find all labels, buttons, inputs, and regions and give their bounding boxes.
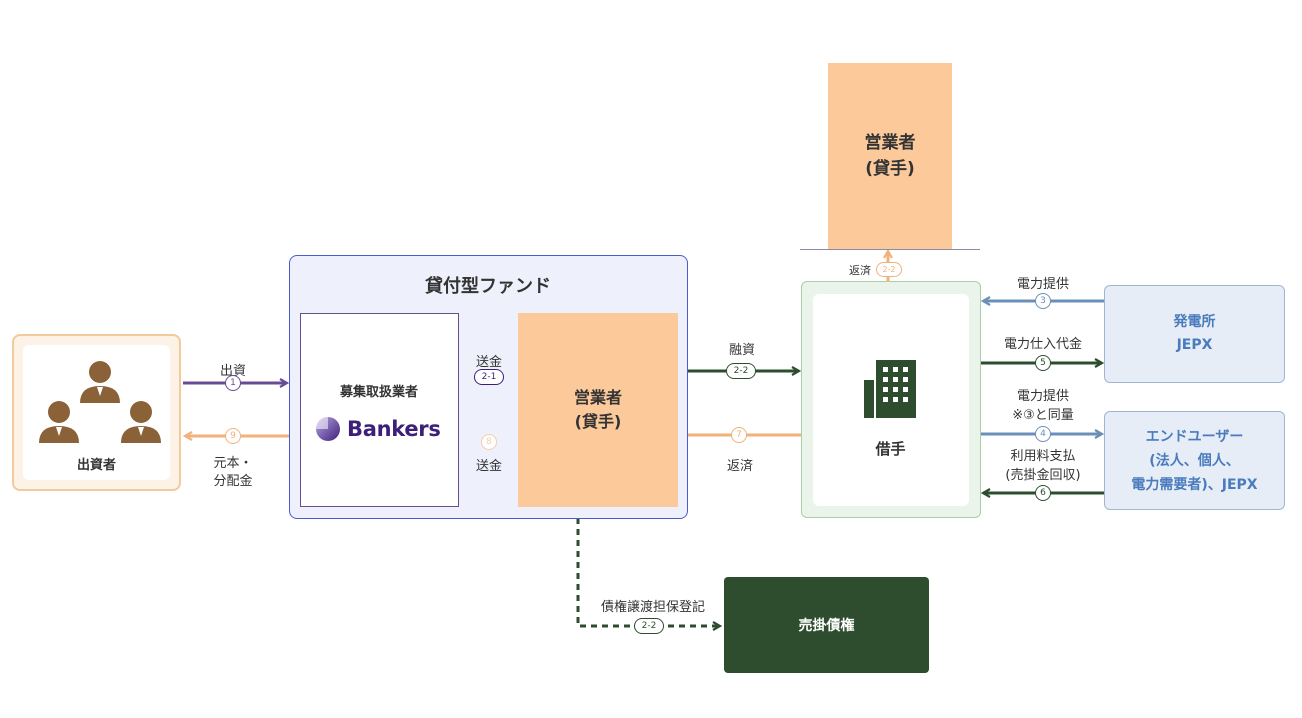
badge-financing: 2-2 xyxy=(726,363,756,379)
power-plant-line1: 発電所 xyxy=(1173,314,1216,330)
badge-repayment: 7 xyxy=(731,427,747,443)
power-supply-out-label-2: ※③と同量 xyxy=(1012,408,1074,423)
platform-label: 募集取扱業者 xyxy=(339,385,418,400)
badge-return: 9 xyxy=(225,428,241,444)
operator-main-box: 営業者 (貸手) xyxy=(518,313,678,507)
badge-remit-back: 8 xyxy=(481,434,497,450)
repayment-label: 返済 xyxy=(726,459,753,474)
end-user-line3: 電力需要者)、JEPX xyxy=(1131,476,1258,493)
power-plant-box: 発電所 JEPX xyxy=(1104,285,1285,383)
usage-fee-label-1: 利用料支払 xyxy=(1010,449,1076,464)
borrower-box: 借手 xyxy=(801,281,981,518)
end-user-line2: (法人、個人、 xyxy=(1149,452,1240,469)
operator-top-baseline xyxy=(800,249,980,250)
repayment-top-label: 返済 xyxy=(849,264,871,277)
power-supply-out-label-1: 電力提供 xyxy=(1016,389,1069,404)
remit-label: 送金 xyxy=(475,355,502,370)
borrower-label: 借手 xyxy=(875,440,906,458)
invest-label: 出資 xyxy=(219,364,246,379)
badge-power-purchase: 5 xyxy=(1035,355,1051,371)
return-label-1: 元本・ xyxy=(213,456,253,471)
end-user-box: エンドユーザー (法人、個人、 電力需要者)、JEPX xyxy=(1104,411,1285,510)
bankers-logo: Bankers xyxy=(315,414,441,444)
usage-fee-label-2: (売掛金回収) xyxy=(1005,468,1081,483)
badge-remit: 2-1 xyxy=(474,369,504,385)
financing-label: 融資 xyxy=(728,343,755,358)
receivable-label: 売掛債権 xyxy=(798,618,855,634)
badge-power-supply-out: 4 xyxy=(1035,426,1051,442)
badge-repayment-top: 2-2 xyxy=(876,262,902,277)
person-icon xyxy=(39,361,161,443)
operator-top-line1: 営業者 xyxy=(864,133,916,153)
power-supply-in-label: 電力提供 xyxy=(1016,277,1069,292)
end-user-line1: エンドユーザー xyxy=(1145,428,1244,445)
remit-back-label: 送金 xyxy=(475,459,502,474)
assignment-arrow xyxy=(576,507,720,626)
assignment-label: 債権譲渡担保登記 xyxy=(600,600,705,615)
badge-power-supply-in: 3 xyxy=(1035,293,1051,309)
bankers-brand: Bankers xyxy=(347,417,441,441)
platform-box: 募集取扱業者 Bankers xyxy=(300,313,459,507)
operator-main-line1: 営業者 xyxy=(573,388,622,407)
power-purchase-label: 電力仕入代金 xyxy=(1003,337,1082,352)
bankers-logo-icon xyxy=(316,417,340,441)
badge-assignment: 2-2 xyxy=(634,618,664,634)
operator-main-line2: (貸手) xyxy=(574,412,622,431)
power-plant-line2: JEPX xyxy=(1176,337,1213,353)
building-icon xyxy=(864,360,916,418)
badge-invest: 1 xyxy=(225,375,241,391)
return-label-2: 分配金 xyxy=(213,474,253,489)
badge-usage-fee: 6 xyxy=(1035,485,1051,501)
operator-top-box: 営業者 (貸手) xyxy=(828,63,952,249)
operator-top-line2: (貸手) xyxy=(865,159,915,179)
receivable-box: 売掛債権 xyxy=(724,577,929,673)
fund-title: 貸付型ファンド xyxy=(425,276,551,297)
investors-label: 出資者 xyxy=(76,458,116,473)
investors-box: 出資者 xyxy=(12,334,181,491)
